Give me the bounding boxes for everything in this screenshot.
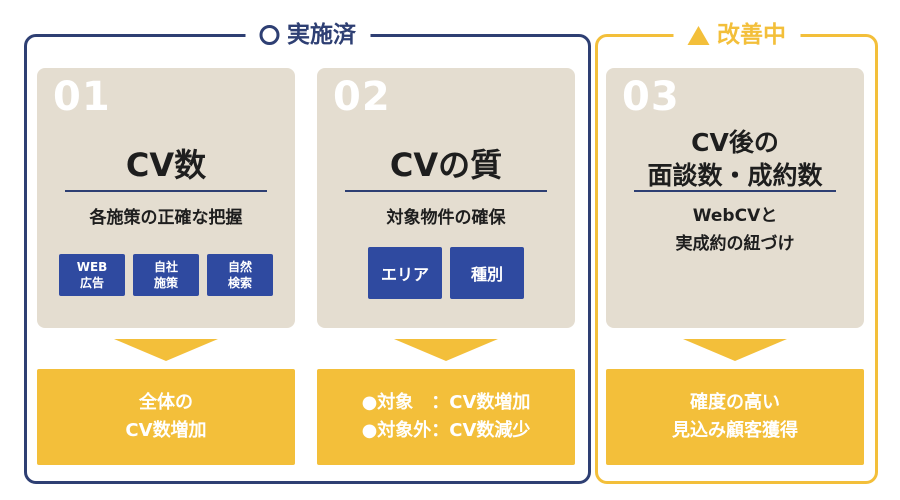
- card-title-line: CV後の: [691, 128, 779, 157]
- tag-type: 種別: [450, 247, 524, 299]
- improving-group: 改善中: [595, 17, 878, 484]
- tag-organic-search: 自然 検索: [207, 254, 273, 296]
- card-03: 03 CV後の 面談数・成約数 WebCVと 実成約の紐づけ: [606, 68, 864, 328]
- card-01: 01 CV数 各施策の正確な把握 WEB 広告 自社 施策 自然 検索: [37, 68, 295, 328]
- implemented-group-label: 実施済: [245, 17, 370, 53]
- implemented-label-text: 実施済: [287, 22, 356, 48]
- card-description: WebCVと 実成約の紐づけ: [606, 202, 864, 258]
- result-line: CV数増加: [125, 420, 207, 441]
- result-line: 確度の高い: [690, 392, 780, 413]
- card-divider: [345, 190, 547, 192]
- improving-label-text: 改善中: [717, 22, 786, 48]
- card-description-line: 実成約の紐づけ: [675, 234, 795, 254]
- result-box-01: 全体の CV数増加: [37, 369, 295, 465]
- card-divider: [634, 190, 836, 192]
- implemented-group: 実施済: [24, 17, 591, 484]
- result-line: ●対象 ：CV数増加: [361, 392, 531, 413]
- card-number: 03: [622, 74, 680, 120]
- card-number: 02: [333, 74, 391, 120]
- card-description-line: WebCVと: [692, 206, 778, 226]
- down-arrow-icon: [114, 339, 218, 361]
- card-02: 02 CVの質 対象物件の確保 エリア 種別: [317, 68, 575, 328]
- card-title: CV数: [125, 146, 207, 184]
- result-line: 見込み顧客獲得: [672, 420, 798, 441]
- tag-web-ads: WEB 広告: [59, 254, 125, 296]
- card-title: CVの質: [389, 146, 503, 184]
- tag-group: エリア 種別: [317, 247, 575, 299]
- card-title: CV後の 面談数・成約数: [606, 126, 864, 192]
- improving-group-label: 改善中: [673, 17, 800, 53]
- tag-area: エリア: [368, 247, 442, 299]
- result-line: ●対象外：CV数減少: [361, 420, 531, 441]
- card-title-line: 面談数・成約数: [647, 161, 823, 190]
- result-line: 全体の: [138, 392, 193, 413]
- card-number: 01: [53, 74, 111, 120]
- tag-group: WEB 広告 自社 施策 自然 検索: [37, 254, 295, 296]
- card-description: 対象物件の確保: [386, 208, 506, 228]
- result-box-03: 確度の高い 見込み顧客獲得: [606, 369, 864, 465]
- tag-own-measures: 自社 施策: [133, 254, 199, 296]
- triangle-icon: [687, 25, 709, 45]
- result-box-02: ●対象 ：CV数増加 ●対象外：CV数減少: [317, 369, 575, 465]
- circle-icon: [259, 25, 279, 45]
- down-arrow-icon: [683, 339, 787, 361]
- card-divider: [65, 190, 267, 192]
- down-arrow-icon: [394, 339, 498, 361]
- card-description: 各施策の正確な把握: [89, 208, 243, 228]
